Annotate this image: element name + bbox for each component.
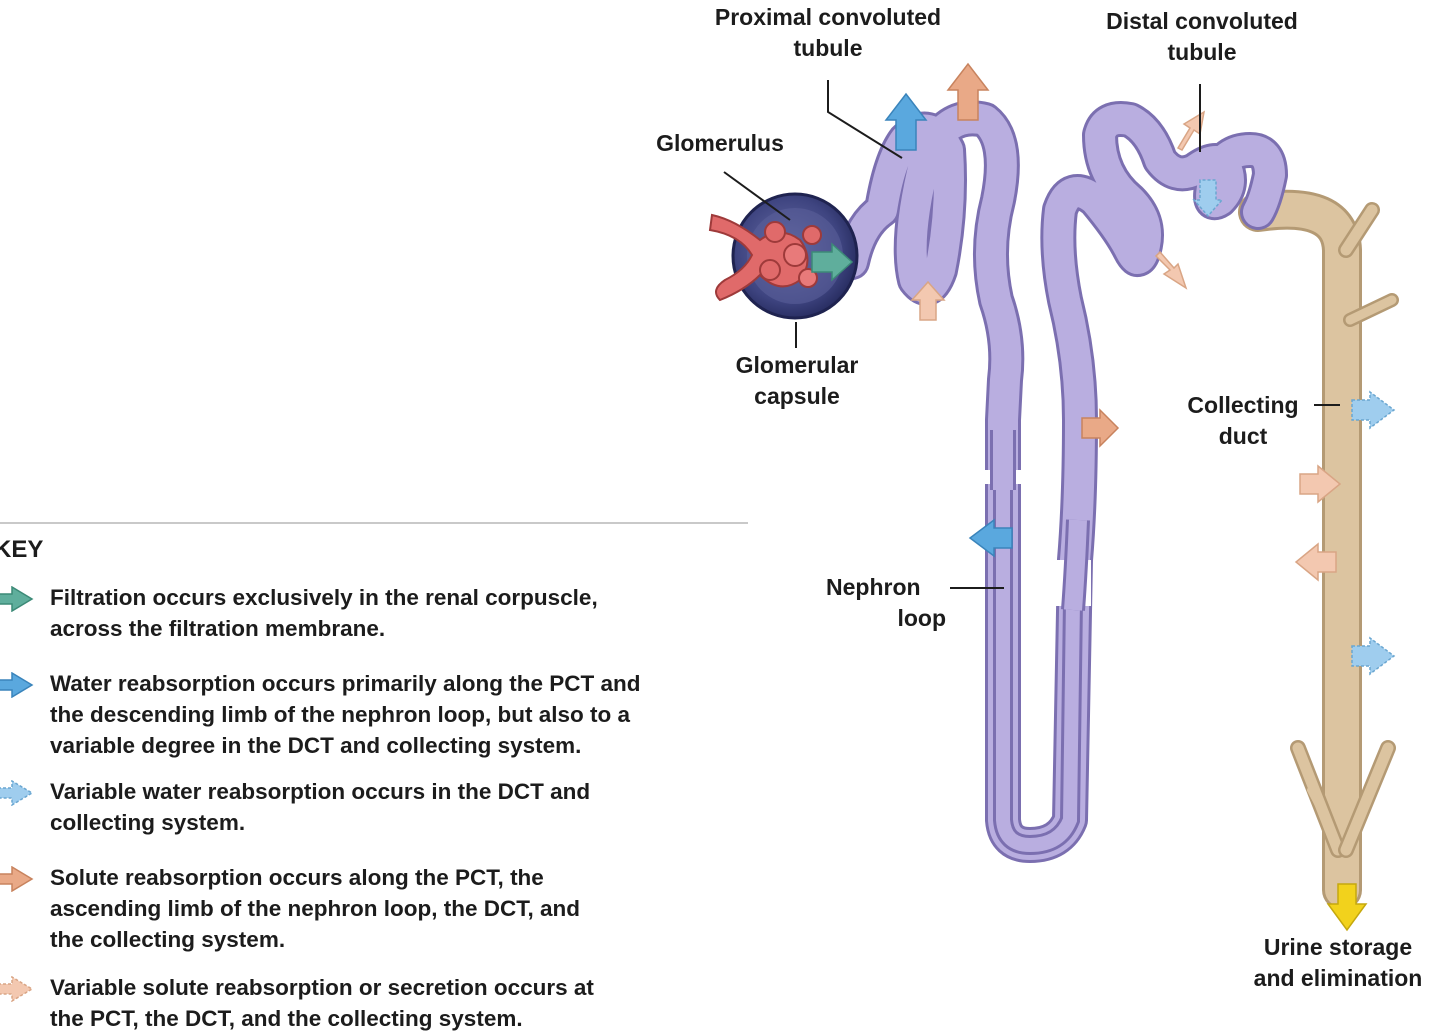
pale-salmon-arrow-icon <box>0 976 34 1002</box>
glomerulus-shape <box>708 213 822 302</box>
label-urine-storage: Urine storage and elimination <box>1253 934 1423 991</box>
label-proximal-convoluted-tubule: Proximal convoluted tubule <box>714 4 942 61</box>
collecting-duct-shape <box>1238 189 1399 910</box>
nephron-tubule-shape <box>834 100 1288 863</box>
label-nephron-loop: Nephron loop <box>826 574 946 631</box>
flow-arrows <box>811 62 1396 932</box>
key-title: KEY <box>0 536 44 563</box>
salmon-arrow-icon <box>0 866 34 892</box>
water-reabsorption-arrow <box>884 92 928 151</box>
label-glomerular-capsule: Glomerular capsule <box>735 352 859 409</box>
label-distal-convoluted-tubule: Distal convoluted tubule <box>1106 8 1298 65</box>
pale-blue-arrow-icon <box>0 780 34 806</box>
solute-reabsorption-arrow <box>946 62 990 121</box>
blue-arrow-icon <box>0 672 34 698</box>
label-glomerulus: Glomerulus <box>656 130 784 156</box>
filtration-arrow <box>811 242 854 282</box>
leader-lines <box>723 80 1340 589</box>
label-collecting-duct: Collecting duct <box>1187 392 1299 449</box>
urine-arrow <box>1326 883 1368 932</box>
teal-arrow-icon <box>0 586 34 612</box>
